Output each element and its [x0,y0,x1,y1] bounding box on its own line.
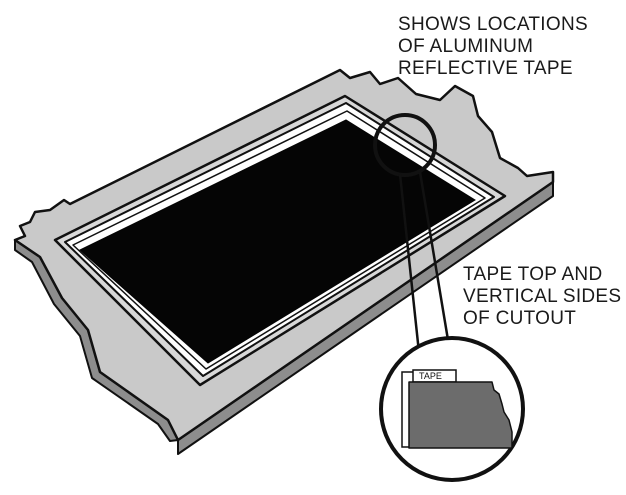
inset-block [408,381,513,449]
tape-inner-line [72,110,486,370]
callout-line: VERTICAL SIDES [463,286,622,307]
leader-line-right [418,171,451,347]
callout-line: OF ALUMINUM [398,36,534,57]
tape-sides-callout: TAPE TOP AND VERTICAL SIDES OF CUTOUT [463,264,621,330]
callout-line: TAPE TOP AND [463,264,603,285]
tape-locations-callout: SHOWS LOCATIONS OF ALUMINUM REFLECTIVE T… [398,14,588,80]
leader-line-left [398,173,422,363]
callout-line: OF CUTOUT [463,308,577,329]
detail-circle [373,113,437,177]
callout-line: SHOWS LOCATIONS [398,14,588,35]
cutout-opening [79,119,476,364]
callout-line: REFLECTIVE TAPE [398,58,573,79]
inset-tape-label: TAPE [419,371,442,381]
